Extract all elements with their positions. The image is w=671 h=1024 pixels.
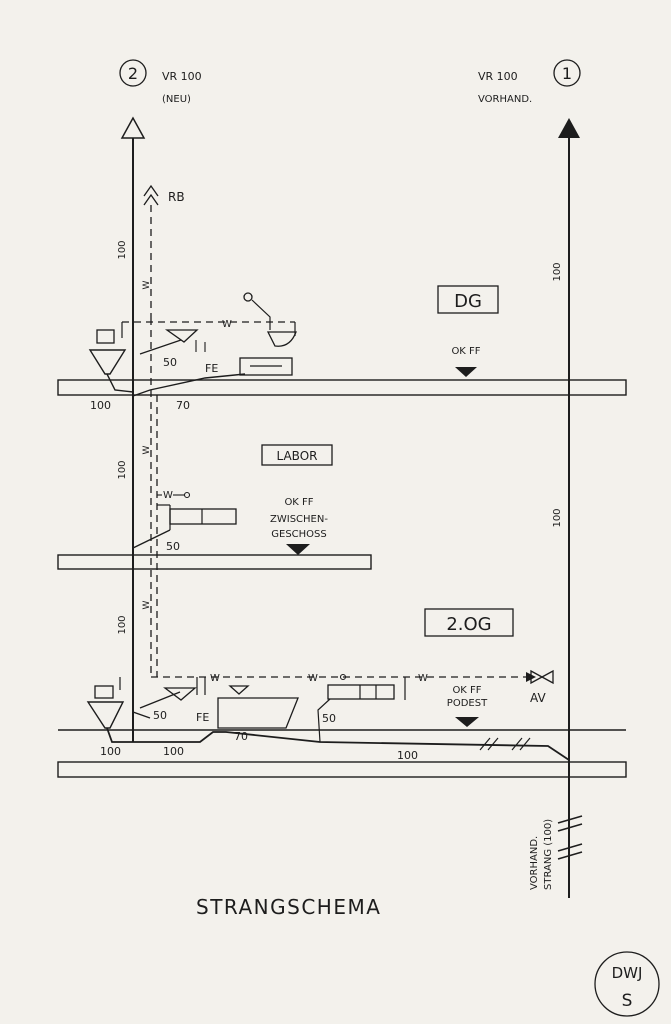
- existing-stack-dim-lower: 100: [552, 508, 563, 527]
- dim-labor-50: 50: [166, 540, 180, 553]
- new-stack-label-1: VR 100: [162, 70, 202, 83]
- collector-drain-pipe: [106, 727, 570, 761]
- existing-stack-label-1: VR 100: [478, 70, 518, 83]
- new-stack-arrow-icon: [120, 116, 146, 139]
- level-dg-box: [437, 285, 499, 314]
- floor-slabs: [57, 379, 627, 778]
- av-valve-icon: [530, 669, 554, 685]
- water-label-riser-3: W: [142, 600, 152, 609]
- okff-labor-line1: OK FF: [284, 497, 313, 508]
- water-label-labor: W: [163, 490, 173, 501]
- floor-slab-lower: [57, 761, 627, 778]
- existing-stack-dim-upper: 100: [552, 262, 563, 281]
- existing-stack-number-circle: [553, 59, 581, 87]
- level-2og-label: 2.OG: [446, 614, 491, 635]
- new-stack-dim-1: 100: [117, 240, 128, 259]
- water-label-2og-1: W: [210, 673, 220, 684]
- okff-2og-marker-icon: [455, 717, 479, 727]
- og2-basin: [327, 684, 395, 700]
- dim-dg-70: 70: [176, 399, 190, 412]
- og2-washbasin: [163, 687, 197, 701]
- okff-labor-line3: GESCHOSS: [271, 529, 326, 540]
- water-risers: RB W W W: [142, 184, 185, 677]
- existing-stack-number: 1: [562, 64, 572, 83]
- dg-lamp-fixture: [243, 292, 253, 302]
- level-2og-box: [424, 608, 514, 637]
- existing-stack-label-2: VORHAND.: [478, 94, 532, 105]
- vent-arrow-icon-2: [143, 193, 159, 206]
- existing-stack: 1 VR 100 VORHAND. 100 100 VORHAND. STRAN…: [478, 59, 583, 898]
- water-label-riser-2: W: [142, 445, 152, 454]
- author-stamp-line2: S: [622, 991, 633, 1011]
- og2-shower-tray-icon: [228, 685, 250, 695]
- labor-fixtures: LABOR W 50 OK FF ZWISCHEN- GESCHOSS: [132, 444, 333, 555]
- existing-stack-note-1: VORHAND.: [529, 836, 540, 890]
- dim-2og-50-left: 50: [153, 709, 167, 722]
- new-stack: 2 VR 100 (NEU) 100 100 100: [117, 59, 202, 742]
- new-stack-dim-3: 100: [117, 615, 128, 634]
- floor-slab-zwischengeschoss: [57, 554, 372, 570]
- existing-stack-arrow-icon: [558, 118, 580, 138]
- new-stack-dim-2: 100: [117, 460, 128, 479]
- level-labor-box: [261, 444, 333, 466]
- level-labor-label: LABOR: [277, 449, 318, 463]
- og2-fixtures: 2.OG W W W AV 50 FE 50 70 OK FF PODEST: [86, 608, 570, 762]
- diagram-title: STRANGSCHEMA: [196, 895, 381, 919]
- water-label-2og-3: W: [418, 673, 428, 684]
- okff-dg-marker-icon: [455, 367, 477, 377]
- dim-dg-100: 100: [90, 399, 111, 412]
- og2-cistern: [94, 685, 114, 699]
- new-stack-label-2: (NEU): [162, 94, 191, 105]
- og2-toilet: [86, 701, 125, 729]
- okff-2og-line2: PODEST: [447, 698, 488, 709]
- new-stack-number-circle: [119, 59, 147, 87]
- vent-label: RB: [168, 190, 185, 204]
- dg-fixtures: W 50 FE 100 70 DG OK FF: [88, 285, 499, 412]
- dg-toilet: [88, 349, 127, 375]
- water-label-dg: W: [222, 319, 232, 330]
- labor-basin: [169, 508, 237, 525]
- dim-2og-70: 70: [234, 730, 248, 743]
- okff-labor-line2: ZWISCHEN-: [270, 514, 328, 525]
- water-label-riser-1: W: [142, 280, 152, 289]
- new-stack-number: 2: [128, 64, 138, 83]
- fe-label-dg: FE: [205, 362, 218, 375]
- author-stamp-circle: [594, 951, 660, 1017]
- fe-label-2og: FE: [196, 711, 209, 724]
- dg-sink-icon: [266, 331, 297, 347]
- dg-washbasin: [164, 329, 199, 343]
- dg-shower-tray: [239, 357, 293, 376]
- author-stamp-line1: DWJ: [612, 964, 643, 982]
- floor-slab-dg: [57, 379, 627, 396]
- vent-arrow-icon: [143, 184, 159, 197]
- level-dg-label: DG: [454, 291, 482, 312]
- okff-2og-line1: OK FF: [452, 685, 481, 696]
- dim-2og-100-a: 100: [100, 745, 121, 758]
- av-label: AV: [530, 691, 546, 705]
- existing-stack-note-2: STRANG (100): [543, 819, 554, 890]
- author-stamp: DWJ S: [594, 951, 660, 1017]
- dim-2og-100-c: 100: [397, 749, 418, 762]
- dim-2og-50-right: 50: [322, 712, 336, 725]
- dim-2og-100-b: 100: [163, 745, 184, 758]
- dim-dg-50: 50: [163, 356, 177, 369]
- water-label-2og-2: W: [308, 673, 318, 684]
- dg-cistern: [96, 329, 115, 344]
- og2-bathtub: [217, 697, 299, 729]
- okff-labor-marker-icon: [286, 544, 310, 555]
- okff-dg-label: OK FF: [451, 346, 480, 357]
